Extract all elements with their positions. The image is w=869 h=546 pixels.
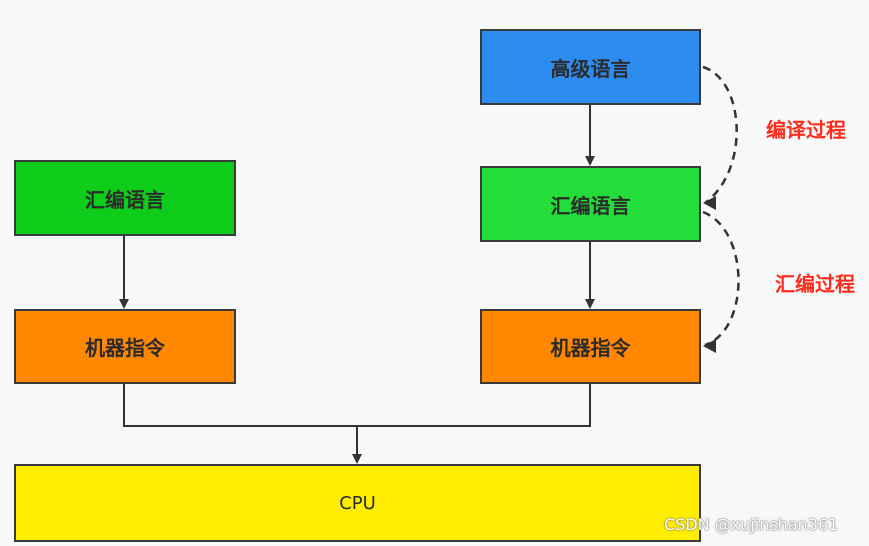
compile-process-label: 编译过程 bbox=[766, 118, 846, 142]
assembly-language-box-left: 汇编语言 bbox=[14, 160, 236, 236]
assemble-process-label: 汇编过程 bbox=[775, 272, 855, 296]
csdn-watermark: CSDN @xujinshan361 bbox=[664, 515, 839, 534]
assemble-process-curve bbox=[702, 210, 740, 347]
cpu-box: CPU bbox=[14, 464, 701, 542]
assemble-arrowhead bbox=[703, 339, 716, 353]
assembly-language-box-right: 汇编语言 bbox=[480, 166, 701, 242]
compile-process-curve bbox=[702, 65, 738, 205]
high-level-language-box: 高级语言 bbox=[480, 29, 701, 105]
machine-instruction-box-right: 机器指令 bbox=[480, 309, 701, 384]
compile-arrowhead bbox=[703, 196, 716, 210]
merge-line-to-cpu bbox=[123, 384, 591, 427]
machine-instruction-box-left: 机器指令 bbox=[14, 309, 236, 384]
